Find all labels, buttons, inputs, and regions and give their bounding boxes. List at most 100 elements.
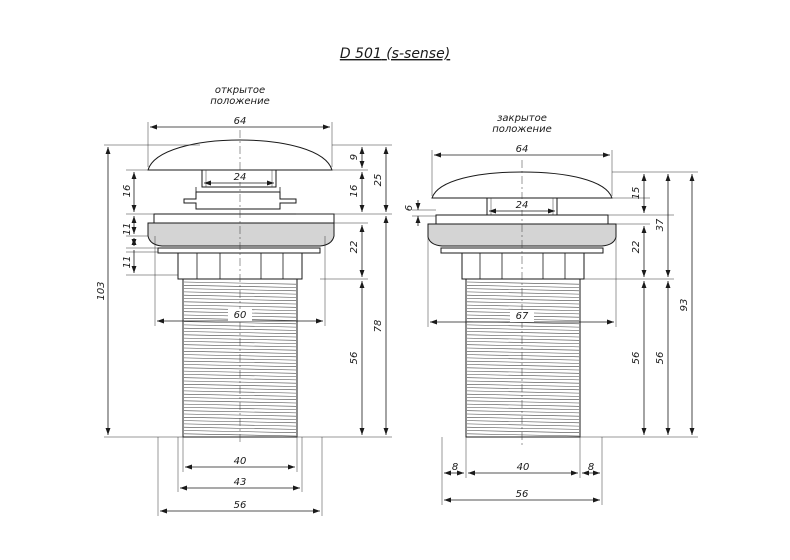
open-dim-left-gap: 16 [122, 185, 133, 198]
open-dim-gap-height: 16 [349, 185, 360, 198]
thread-line [466, 364, 580, 367]
thread-line [466, 291, 580, 295]
thread-line [183, 377, 297, 381]
open-cap-dome [147, 139, 333, 171]
thread-line [466, 357, 580, 361]
thread-line [466, 380, 580, 384]
thread-line [466, 308, 580, 311]
closed-caption-line2: положение [492, 124, 552, 135]
thread-line [466, 433, 580, 437]
open-dim-cap-width: 64 [234, 116, 247, 127]
thread-line [183, 384, 297, 387]
thread-line [183, 393, 297, 397]
closed-dim-left-small: 6 [404, 205, 415, 211]
thread-line [466, 351, 580, 354]
closed-position-view: закрытое положение 64 24 [404, 113, 698, 505]
closed-caption-line1: закрытое [497, 113, 547, 124]
thread-line [183, 298, 297, 301]
open-dim-left-a: 11 [122, 223, 133, 236]
thread-line [466, 301, 580, 305]
open-washer [157, 247, 321, 254]
thread-line [466, 413, 580, 417]
open-dim-flange-width: 60 [234, 310, 247, 321]
open-dim-thread-outer: 43 [234, 477, 247, 488]
thread-line [466, 331, 580, 334]
thread-line [466, 420, 580, 424]
thread-line [466, 393, 580, 397]
closed-dim-overall-height: 93 [679, 299, 690, 312]
thread-line [466, 354, 580, 358]
closed-dim-flange-width: 67 [516, 311, 529, 322]
closed-dim-thread-height-outer: 56 [655, 352, 666, 365]
closed-dim-side-left: 8 [452, 462, 458, 473]
thread-line [466, 298, 580, 301]
thread-line [466, 288, 580, 292]
thread-line [466, 384, 580, 387]
thread-line [466, 327, 580, 331]
thread-line [466, 407, 580, 410]
thread-line [183, 288, 297, 292]
thread-line [466, 410, 580, 414]
thread-line [466, 423, 580, 427]
thread-line [466, 417, 580, 420]
closed-dim-flange-height: 22 [631, 241, 642, 254]
open-dim-top-total: 25 [373, 174, 384, 187]
open-dim-thread-inner: 40 [234, 456, 247, 467]
thread-line [183, 410, 297, 414]
closed-nut [461, 252, 585, 280]
thread-line [466, 334, 580, 338]
drawing-title: D 501 (s-sense) [340, 46, 450, 62]
thread-line [183, 334, 297, 338]
open-dim-stem-width: 24 [234, 172, 247, 183]
closed-dim-thread-height: 56 [631, 352, 642, 365]
thread-line [183, 400, 297, 404]
open-flange-plate [153, 213, 335, 224]
thread-line [183, 281, 297, 285]
thread-line [466, 430, 580, 433]
thread-line [466, 324, 580, 328]
open-flange-bowl [147, 222, 335, 247]
open-position-view: открытое положение 64 [96, 85, 392, 516]
thread-line [466, 390, 580, 394]
open-dim-lower-height: 78 [373, 320, 384, 333]
closed-dim-side-right: 8 [588, 462, 594, 473]
open-dim-left-b: 11 [122, 256, 133, 269]
thread-line [183, 430, 297, 433]
open-dim-thread-height: 56 [349, 352, 360, 365]
thread-line [183, 360, 297, 364]
closed-dim-cap-width: 64 [516, 144, 529, 155]
thread-line [466, 281, 580, 285]
thread-line [183, 331, 297, 334]
thread-line [466, 294, 580, 298]
open-caption-line1: открытое [215, 85, 265, 96]
thread-line [466, 344, 580, 348]
closed-dim-overall-width: 56 [516, 489, 529, 500]
thread-line [466, 370, 580, 374]
thread-line [466, 403, 580, 407]
open-caption-line2: положение [210, 96, 270, 107]
thread-line [466, 400, 580, 404]
open-dim-flange-height: 22 [349, 241, 360, 254]
open-dim-overall-width: 56 [234, 500, 247, 511]
thread-line [183, 426, 297, 430]
thread-line [466, 387, 580, 391]
title-model: D 501 [340, 46, 382, 62]
open-dim-cap-height: 9 [349, 154, 360, 160]
thread-line [466, 360, 580, 364]
thread-line [183, 351, 297, 354]
closed-dim-cap-height: 15 [631, 187, 642, 200]
closed-dim-thread-inner: 40 [517, 462, 530, 473]
thread-line [466, 337, 580, 341]
thread-line [183, 413, 297, 417]
thread-line [466, 374, 580, 377]
thread-line [466, 377, 580, 381]
closed-dim-stem-width: 24 [516, 200, 529, 211]
thread-line [466, 304, 580, 308]
thread-line [466, 367, 580, 371]
thread-line [183, 367, 297, 371]
thread-line [466, 347, 580, 351]
thread-line [466, 285, 580, 288]
thread-line [466, 397, 580, 400]
closed-dim-upper-total: 37 [655, 218, 666, 231]
